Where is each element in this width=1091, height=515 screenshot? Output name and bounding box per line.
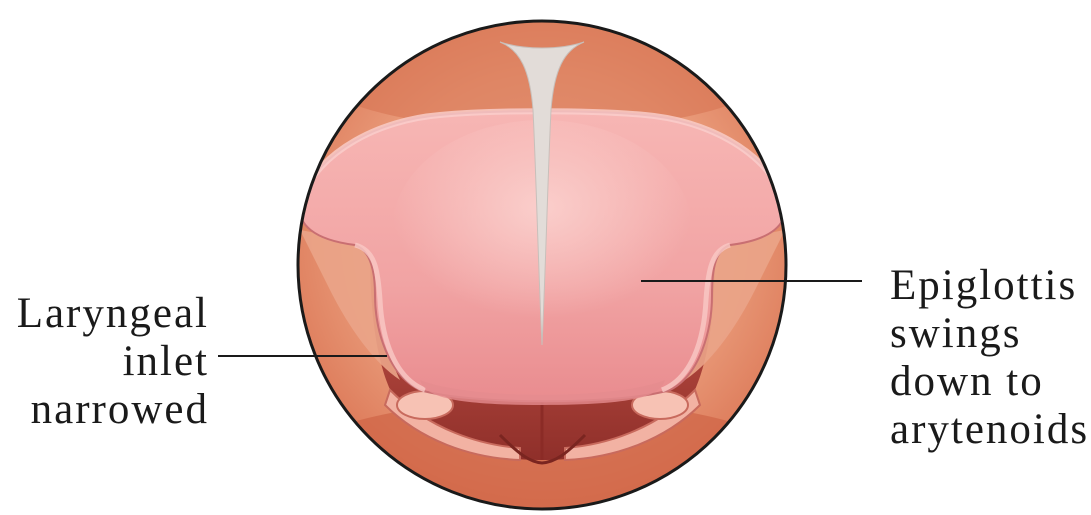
epiglottis-label-line-2: swings xyxy=(890,310,1089,358)
epiglottis-label-line-4: arytenoids xyxy=(890,406,1089,454)
laryngeal-inlet-label-line-3: narrowed xyxy=(17,386,209,434)
laryngeal-inlet-label-line-1: Laryngeal xyxy=(17,290,209,338)
circle-contents xyxy=(282,10,802,515)
epiglottis-label-line-3: down to xyxy=(890,358,1089,406)
laryngeal-inlet-label-line-2: inlet xyxy=(17,338,209,386)
epiglottis-label-line-1: Epiglottis xyxy=(890,262,1089,310)
laryngeal-inlet-label: Laryngeal inlet narrowed xyxy=(17,290,209,434)
epiglottis-label: Epiglottis swings down to arytenoids xyxy=(890,262,1089,455)
